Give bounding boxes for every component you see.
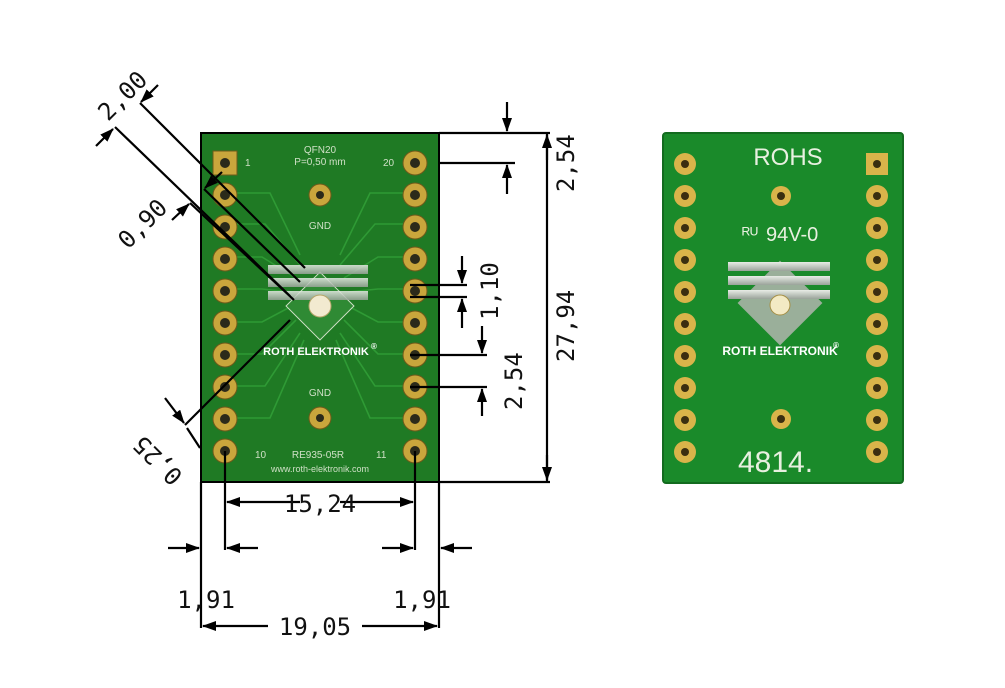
pin-10-label: 10 <box>255 450 267 461</box>
dim-1-91-left: 1,91 <box>177 586 235 614</box>
pin-header-right-photo <box>866 153 888 463</box>
package-label: QFN20 <box>304 145 337 156</box>
pin-1-label: 1 <box>245 158 251 169</box>
ul-mark: ᴿᵁ <box>742 224 758 244</box>
qfn-footprint <box>268 265 368 341</box>
dim-2-54-top: 2,54 <box>552 134 580 192</box>
dim-15-24: 15,24 <box>284 490 356 518</box>
brand-label-top: ROTH ELEKTRONIK <box>263 346 369 358</box>
top-side-board: QFN20 P=0,50 mm 1 20 GND GND ROTH ELEKTR… <box>200 132 440 483</box>
flammability-label: 94V-0 <box>766 224 818 246</box>
dim-1-10: 1,10 <box>476 262 504 320</box>
registered-mark-photo: ® <box>833 341 839 350</box>
dim-19-05: 19,05 <box>279 613 351 641</box>
gnd-label-bottom: GND <box>309 388 331 399</box>
brand-label-photo: ROTH ELEKTRONIK <box>722 344 838 358</box>
thermal-pad <box>308 294 332 318</box>
pin-header-left-photo <box>674 153 696 463</box>
dim-0-25: 0,25 <box>128 430 189 491</box>
rohs-label: ROHS <box>753 144 822 171</box>
dim-2-00: 2,00 <box>92 66 153 127</box>
pin-11-label: 11 <box>376 450 387 461</box>
pin-header-left <box>212 150 238 464</box>
gnd-label-top: GND <box>309 221 331 232</box>
registered-mark-top: ® <box>371 342 377 351</box>
dimension-lines <box>95 84 552 631</box>
pitch-label: P=0,50 mm <box>294 157 345 168</box>
serial-label: 4814. <box>738 446 813 479</box>
roth-logo-photo <box>728 260 830 346</box>
dim-0-90: 0,90 <box>112 194 173 255</box>
bottom-side-board: ROHS ᴿᵁ 94V- <box>662 132 904 484</box>
website-label: www.roth-elektronik.com <box>270 464 369 474</box>
dim-1-91-right: 1,91 <box>393 586 451 614</box>
dim-2-54-mid: 2,54 <box>500 352 528 410</box>
pin-20-label: 20 <box>383 158 395 169</box>
part-number-label: RE935-05R <box>292 450 344 461</box>
dim-27-94: 27,94 <box>552 290 580 362</box>
